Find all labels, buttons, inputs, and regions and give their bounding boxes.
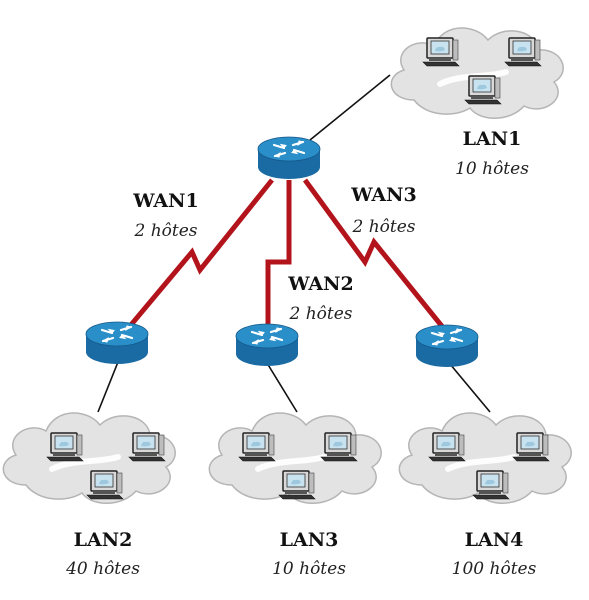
computer-icon <box>472 470 510 500</box>
lan2-title: LAN2 <box>74 529 133 551</box>
wan1-hosts: 2 hôtes <box>133 221 197 241</box>
lan1-cloud <box>391 28 563 118</box>
lan1-hosts: 10 hôtes <box>455 159 529 179</box>
wan2-title: WAN2 <box>287 273 353 295</box>
lan3-router-icon <box>234 322 300 368</box>
computer-icon <box>422 37 460 67</box>
wan3-link <box>302 178 447 332</box>
computer-icon <box>128 432 166 462</box>
lan4-link <box>449 363 491 413</box>
computer-icon <box>238 432 276 462</box>
computer-icon <box>320 432 358 462</box>
computer-icon <box>86 470 124 500</box>
core-router-icon <box>256 135 322 181</box>
computer-icon <box>504 37 542 67</box>
computer-icon <box>464 75 502 105</box>
lan2-router-icon <box>84 320 150 366</box>
wan1-title: WAN1 <box>132 190 198 212</box>
wan2-link <box>265 180 292 328</box>
lan4-title: LAN4 <box>465 529 524 551</box>
lan1-title: LAN1 <box>463 128 522 150</box>
lan2-hosts: 40 hôtes <box>65 559 140 579</box>
lan3-link <box>266 362 298 413</box>
lan2-link <box>97 361 119 413</box>
computer-icon <box>46 432 84 462</box>
computer-icon <box>428 432 466 462</box>
computer-icon <box>512 432 550 462</box>
wan2-hosts: 2 hôtes <box>288 304 352 324</box>
lan4-hosts: 100 hôtes <box>452 559 537 579</box>
lan3-cloud <box>209 413 381 503</box>
lan3-hosts: 10 hôtes <box>272 559 346 579</box>
wan3-title: WAN3 <box>350 184 416 206</box>
wan3-hosts: 2 hôtes <box>351 217 415 237</box>
wan1-link <box>118 178 274 340</box>
lan4-cloud <box>399 413 571 503</box>
computer-icon <box>278 470 316 500</box>
lan2-cloud <box>3 413 175 503</box>
lan3-title: LAN3 <box>280 529 339 551</box>
lan4-router-icon <box>414 323 480 369</box>
lan1-link <box>309 74 391 141</box>
